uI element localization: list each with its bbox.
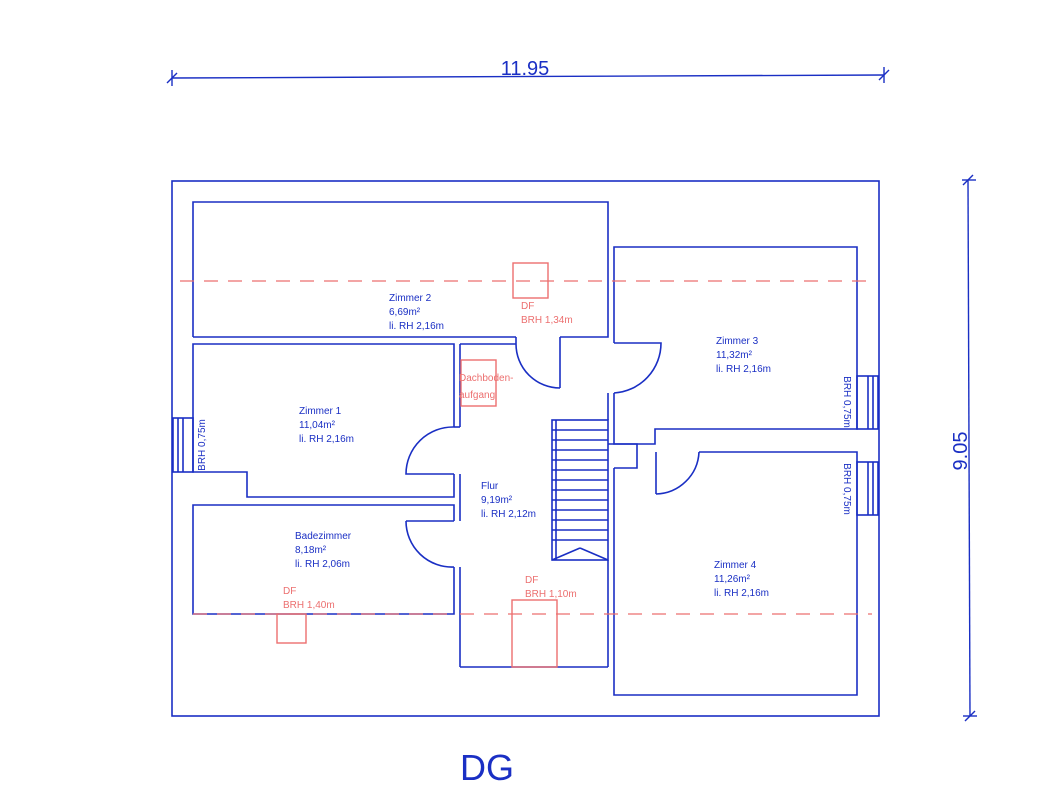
depth-label: 9.05 <box>950 432 972 471</box>
width-dimension: 11.95 <box>166 58 890 86</box>
label-badezimmer: Badezimmer 8,18m² li. RH 2,06m <box>295 531 352 570</box>
attic-access-line-2: aufgang <box>459 390 495 401</box>
window-sill-label-zimmer-4: BRH 0,75m <box>841 463 852 515</box>
room-zimmer-4 <box>613 451 858 696</box>
room-zimmer-2 <box>192 201 609 338</box>
skylight-sill: BRH 1,10m <box>525 589 577 600</box>
room-zimmer-1 <box>192 343 455 498</box>
room-name: Zimmer 4 <box>714 560 757 571</box>
skylight-zimmer-2 <box>512 262 549 299</box>
room-area: 6,69m² <box>389 307 421 318</box>
window-sill-label-zimmer-3: BRH 0,75m <box>841 376 852 428</box>
room-area: 11,04m² <box>299 420 336 431</box>
skylight-label-badezimmer: DF BRH 1,40m <box>283 586 335 611</box>
label-flur: Flur 9,19m² li. RH 2,12m <box>481 481 536 520</box>
attic-access-line-1: Dachboden- <box>459 373 513 384</box>
room-name: Flur <box>481 481 499 492</box>
room-name: Zimmer 2 <box>389 293 432 304</box>
skylight-type: DF <box>283 586 296 597</box>
skylight-sill: BRH 1,34m <box>521 315 573 326</box>
room-area: 11,26m² <box>714 574 751 585</box>
window-sill-label-zimmer-1: BRH 0,75m <box>197 419 208 471</box>
staircase <box>551 419 609 561</box>
room-area: 9,19m² <box>481 495 513 506</box>
room-area: 8,18m² <box>295 545 327 556</box>
room-name: Zimmer 1 <box>299 406 342 417</box>
label-zimmer-3: Zimmer 3 11,32m² li. RH 2,16m <box>716 336 771 375</box>
room-height: li. RH 2,16m <box>299 434 354 445</box>
label-zimmer-1: Zimmer 1 11,04m² li. RH 2,16m <box>299 406 354 445</box>
skylight-label-zimmer-2: DF BRH 1,34m <box>521 301 573 326</box>
room-height: li. RH 2,16m <box>389 321 444 332</box>
window-zimmer-1 <box>172 417 194 473</box>
skylight-type: DF <box>525 575 538 586</box>
room-badezimmer <box>192 504 455 615</box>
width-label: 11.95 <box>501 58 550 80</box>
room-height: li. RH 2,16m <box>714 588 769 599</box>
attic-access-hatch <box>460 359 497 407</box>
roof-lines <box>180 280 872 615</box>
skylight-flur <box>511 599 558 668</box>
skylight-type: DF <box>521 301 534 312</box>
attic-access-label: Dachboden- aufgang <box>459 373 513 401</box>
room-height: li. RH 2,12m <box>481 509 536 520</box>
door-zimmer-1 <box>405 426 460 475</box>
door-zimmer-2 <box>515 337 561 389</box>
window-zimmer-4 <box>856 461 879 516</box>
door-badezimmer <box>405 520 455 568</box>
label-zimmer-2: Zimmer 2 6,69m² li. RH 2,16m <box>389 293 444 332</box>
skylight-badezimmer <box>276 613 307 644</box>
floor-label: DG <box>460 747 514 788</box>
room-area: 11,32m² <box>716 350 753 361</box>
room-height: li. RH 2,16m <box>716 364 771 375</box>
window-zimmer-3 <box>856 375 879 430</box>
room-name: Zimmer 3 <box>716 336 759 347</box>
room-height: li. RH 2,06m <box>295 559 350 570</box>
depth-dimension: 9.05 <box>950 174 977 722</box>
skylight-label-flur: DF BRH 1,10m <box>525 575 577 600</box>
room-name: Badezimmer <box>295 531 352 542</box>
outer-wall <box>171 180 880 717</box>
landing-walls <box>608 443 638 469</box>
skylight-sill: BRH 1,40m <box>283 600 335 611</box>
label-zimmer-4: Zimmer 4 11,26m² li. RH 2,16m <box>714 560 769 599</box>
